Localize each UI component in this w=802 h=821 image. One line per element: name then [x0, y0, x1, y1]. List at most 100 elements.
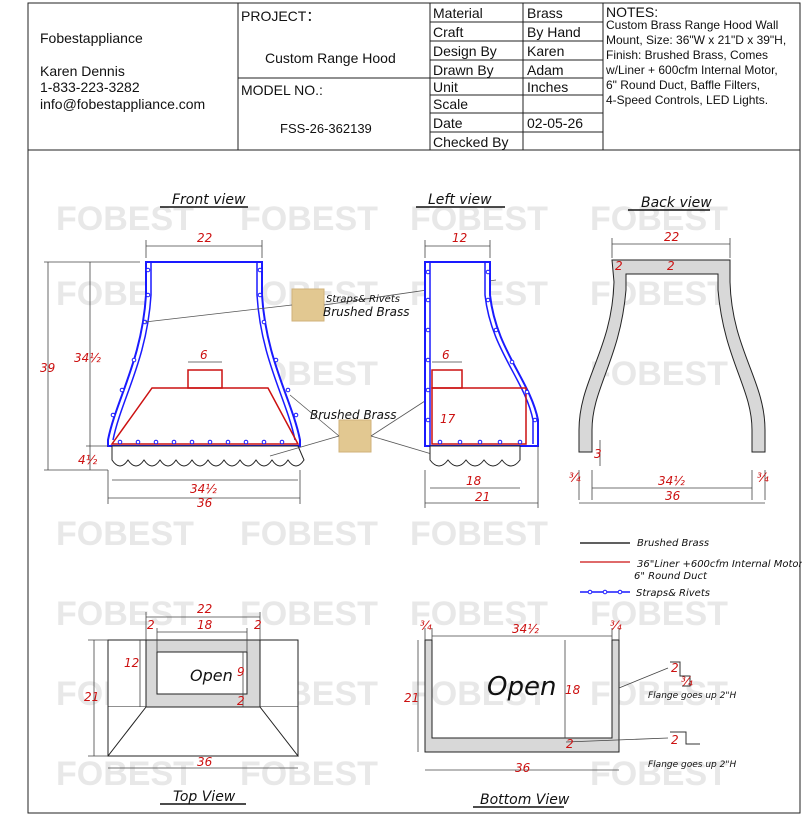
dim-front-inner: 34½	[190, 482, 217, 496]
notes-line: Custom Brass Range Hood Wall	[606, 18, 779, 32]
dim-back-wall-b: 2	[667, 259, 675, 273]
dim-flange-34: ¾	[681, 675, 693, 689]
watermark: FOBEST	[56, 515, 194, 553]
dim-top-9: 9	[237, 665, 245, 679]
callouts: Straps& Rivets Brushed Brass Brushed Bra…	[144, 279, 497, 457]
dim-top-21: 21	[84, 690, 99, 704]
spec-value: Karen	[527, 43, 565, 59]
dim-top-22: 22	[197, 602, 212, 616]
dim-back-wall-a: 2	[615, 259, 623, 273]
notes-line: Mount, Size: 36"W x 21"D x 39"H,	[606, 33, 787, 47]
callout-brushed-brass-2: Brushed Brass	[310, 408, 396, 422]
dim-back-side-l: ¾	[569, 471, 581, 485]
legend-liner: 36"Liner +600cfm Internal Motor	[637, 559, 802, 570]
contact-name: Karen Dennis	[40, 63, 125, 79]
dim-bottom-r: ¾	[610, 619, 622, 633]
dim-back-skirt: 3	[594, 447, 602, 461]
dim-front-width: 36	[197, 496, 213, 510]
dim-flange-2b: 2	[671, 733, 679, 747]
dim-back-inner: 34½	[658, 474, 685, 488]
left-hood-outline	[424, 261, 539, 447]
watermark: FOBEST	[590, 355, 728, 393]
notes-line: Finish: Brushed Brass, Comes	[606, 48, 769, 62]
spec-label: Design By	[433, 43, 497, 59]
notes-line: 4-Speed Controls, LED Lights.	[606, 93, 769, 107]
spec-label: Date	[433, 115, 463, 131]
left-duct	[431, 369, 463, 389]
dim-left-liner: 17	[440, 412, 456, 426]
notes-line: 6" Round Duct, Baffle Filters,	[606, 78, 761, 92]
dim-left-bottom-inner: 18	[466, 474, 482, 488]
dim-front-top: 22	[197, 231, 212, 245]
watermark: FOBEST	[410, 675, 548, 713]
spec-label: Drawn By	[433, 62, 494, 78]
callout-straps-rivets: Straps& Rivets	[326, 294, 400, 305]
bottom-view-title: Bottom View	[480, 792, 570, 808]
legend-liner-2: 6" Round Duct	[634, 571, 708, 582]
front-liner	[110, 387, 300, 445]
watermark: FOBEST	[590, 275, 728, 313]
brass-swatch-top	[291, 288, 325, 322]
spec-label: Material	[433, 5, 483, 21]
dim-top-2: 2	[237, 694, 245, 708]
spec-label: Scale	[433, 96, 469, 112]
dim-front-body: 34½	[74, 351, 101, 365]
dim-back-top: 22	[664, 230, 679, 244]
bottom-open-label: Open	[487, 672, 556, 702]
company-name: Fobestappliance	[40, 30, 143, 46]
dim-bottom-inner: 34½	[512, 622, 539, 636]
sheet-border	[27, 2, 801, 814]
dim-bottom-2: 2	[566, 737, 574, 751]
contact-phone: 1-833-223-3282	[40, 79, 140, 95]
dim-top-36: 36	[197, 755, 213, 769]
front-duct	[187, 369, 223, 389]
notes-body: Custom Brass Range Hood Wall Mount, Size…	[606, 18, 786, 108]
front-hood-outline	[107, 261, 301, 447]
legend: Brushed Brass 36"Liner +600cfm Internal …	[580, 538, 802, 599]
watermark: FOBEST	[240, 755, 378, 793]
dim-top-12: 12	[124, 656, 139, 670]
watermark: FOBEST	[56, 755, 194, 793]
front-view-title: Front view	[172, 192, 246, 208]
back-hood-shell	[578, 259, 766, 453]
project-label: PROJECT：	[241, 8, 321, 24]
dim-left-bottom: 21	[475, 490, 490, 504]
dim-top-2b: 2	[254, 618, 262, 632]
back-view-title: Back view	[641, 195, 712, 211]
dim-flange-2a: 2	[671, 661, 679, 675]
watermark: FOBEST	[590, 595, 728, 633]
callout-brushed-brass: Brushed Brass	[323, 305, 409, 319]
notes-line: w/Liner + 600cfm Internal Motor,	[606, 63, 778, 77]
spec-value: Inches	[527, 79, 569, 95]
dim-front-duct: 6	[200, 348, 208, 362]
dim-bottom-l: ¾	[420, 619, 432, 633]
dim-back-side-r: ¾	[757, 471, 769, 485]
flange-note-1: Flange goes up 2"H	[648, 691, 736, 701]
contact-email: info@fobestappliance.com	[40, 96, 206, 112]
watermark: FOBEST	[410, 595, 548, 633]
bottom-view: Open ¾ 34½ ¾ 21 18 2 36 Bottom View 2 ¾ …	[404, 619, 736, 808]
spec-label: Craft	[433, 24, 464, 40]
top-open-label: Open	[190, 666, 233, 685]
dim-front-skirt: 4½	[78, 453, 98, 467]
watermark: FOBEST	[240, 200, 378, 238]
legend-straps: Straps& Rivets	[636, 588, 710, 599]
model-value: FSS-26-362139	[280, 121, 372, 136]
watermark: FOBEST	[410, 515, 548, 553]
spec-value: By Hand	[527, 24, 581, 40]
dim-left-duct: 6	[442, 348, 450, 362]
spec-label: Checked By	[433, 134, 509, 150]
watermark: FOBEST	[56, 595, 194, 633]
dim-bottom-depth: 21	[404, 691, 419, 705]
dim-left-top: 12	[452, 231, 467, 245]
dim-bottom-36: 36	[515, 761, 531, 775]
brass-swatch-bottom	[338, 419, 372, 453]
legend-brass: Brushed Brass	[637, 538, 709, 549]
watermark: FOBEST	[590, 755, 728, 793]
spec-value: Adam	[527, 62, 564, 78]
dim-bottom-18: 18	[565, 683, 581, 697]
front-view: Front view	[40, 192, 305, 510]
flange-note-2: Flange goes up 2"H	[648, 760, 736, 770]
